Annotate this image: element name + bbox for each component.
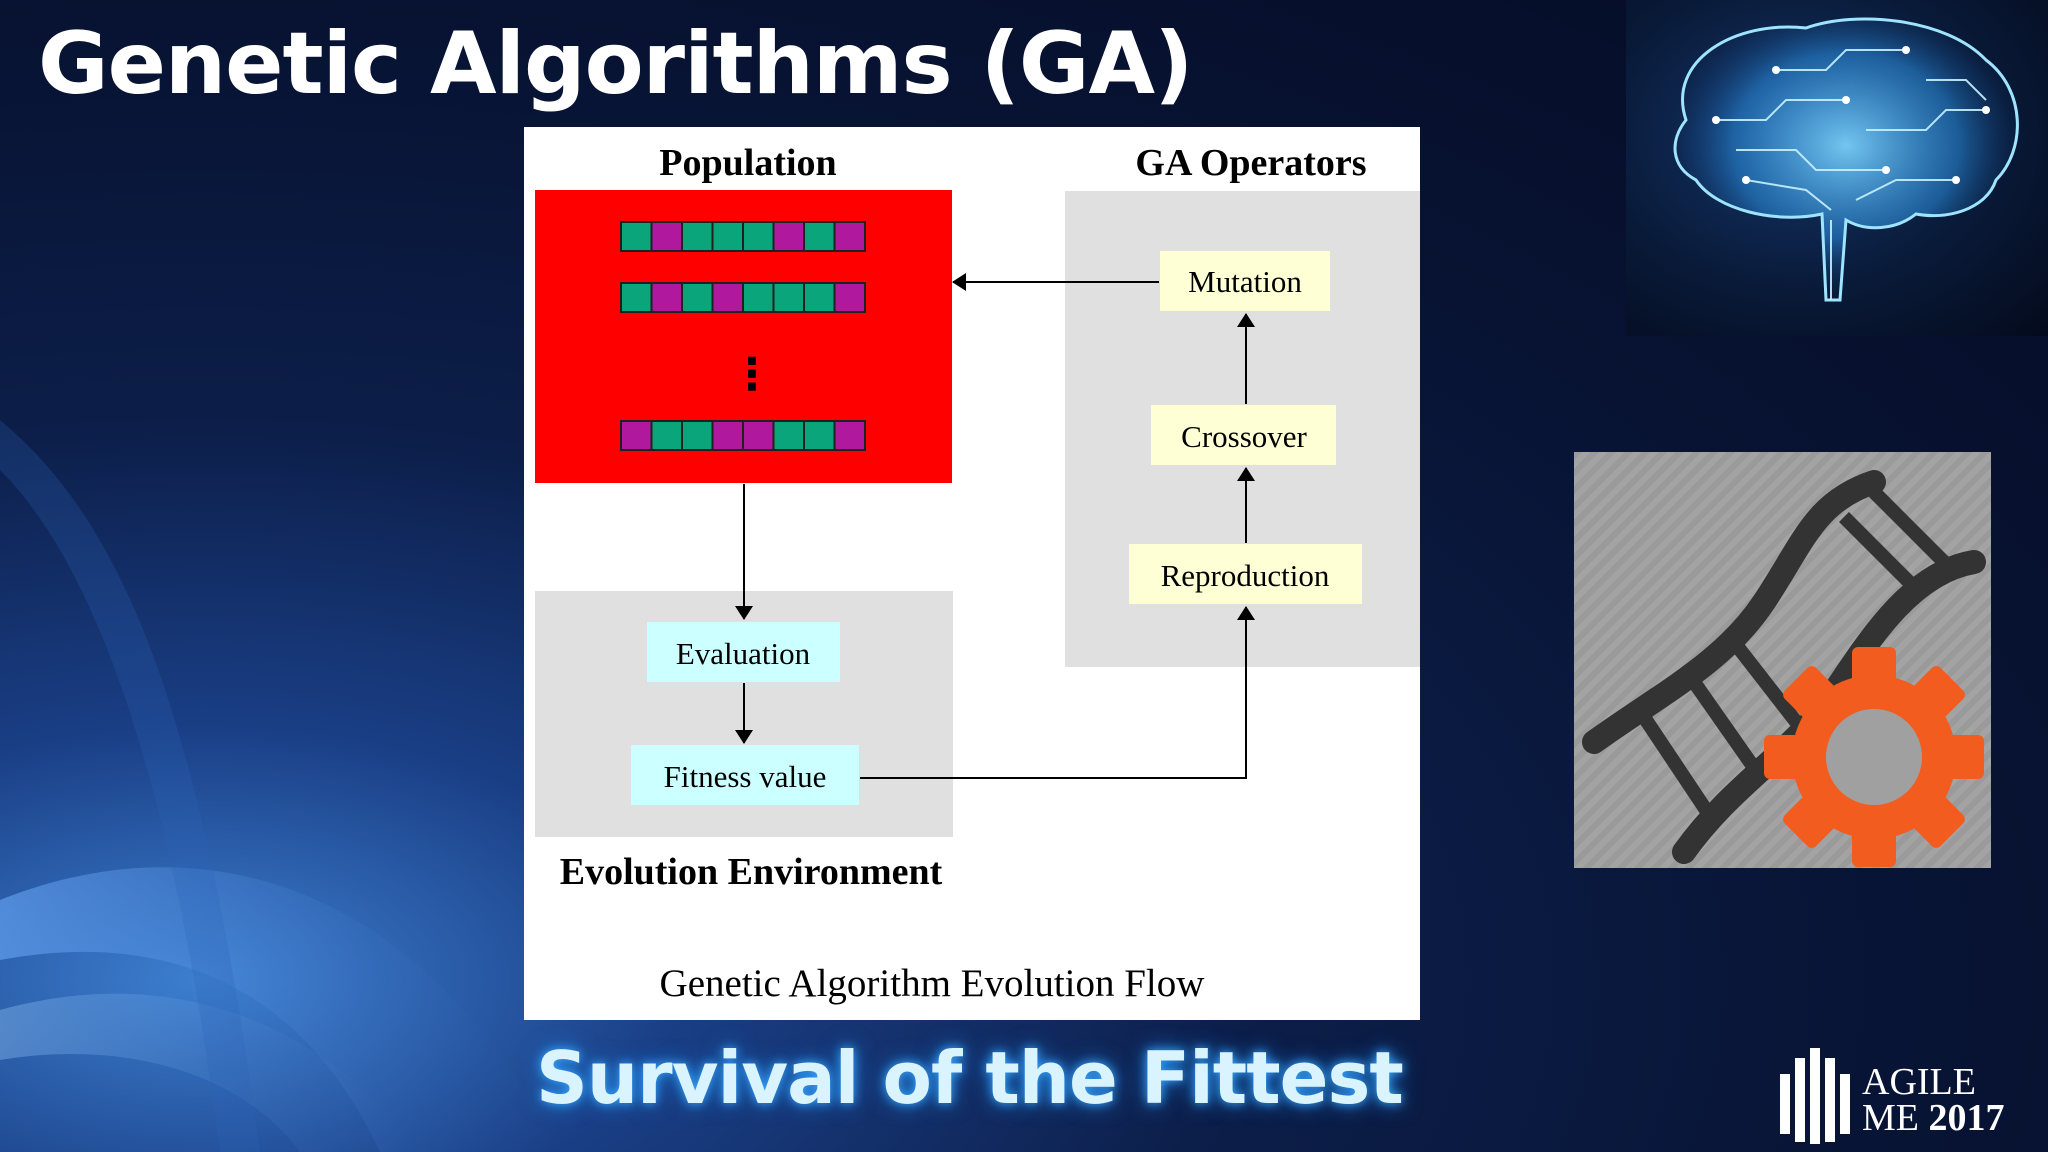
environment-title: Evolution Environment <box>560 851 943 893</box>
gene-cell <box>742 282 775 313</box>
reproduction-box <box>1129 544 1362 604</box>
operators-title: GA Operators <box>1135 142 1366 184</box>
gene-cell <box>803 282 836 313</box>
slide-tagline: Survival of the Fittest <box>536 1036 1404 1120</box>
crossover-label: Crossover <box>1181 419 1307 454</box>
gene-cell <box>772 420 805 451</box>
logo-line-2: ME 2017 <box>1862 1096 2005 1140</box>
gene-cell <box>681 221 714 252</box>
gene-cell <box>742 221 775 252</box>
ellipsis-dots: ⋮ <box>730 349 774 400</box>
gene-cell <box>620 282 653 313</box>
slide-title: Genetic Algorithms (GA) <box>38 14 1193 114</box>
logo-line-1: AGILE <box>1862 1061 1976 1103</box>
mutation-label: Mutation <box>1188 264 1302 299</box>
agile-me-logo: AGILE ME 2017 <box>1776 1044 2038 1148</box>
dna-gear-icon <box>1574 452 1991 868</box>
gene-cell <box>833 282 866 313</box>
gene-cell <box>620 221 653 252</box>
gene-cell <box>803 221 836 252</box>
gene-cell <box>650 221 683 252</box>
gene-cell <box>681 282 714 313</box>
gene-cell <box>772 282 805 313</box>
gene-cell <box>833 221 866 252</box>
gene-cell <box>772 221 805 252</box>
gene-cell <box>711 420 744 451</box>
mutation-box <box>1160 251 1330 311</box>
ga-flow-diagram: Population GA Operators ⋮ Mutation Cross… <box>524 127 1420 1020</box>
gene-cell <box>833 420 866 451</box>
agile-me-logo-mark <box>1780 1048 1850 1144</box>
logo-me-text: ME <box>1862 1097 1919 1139</box>
chromosome-group <box>620 221 866 451</box>
circuit-brain-icon <box>1626 0 2048 336</box>
gene-cell <box>711 282 744 313</box>
evaluation-box <box>647 622 840 682</box>
arrow-fitness-to-reproduction <box>860 606 1255 779</box>
gene-cell <box>803 420 836 451</box>
evaluation-label: Evaluation <box>676 636 811 671</box>
crossover-box <box>1151 405 1336 465</box>
diagram-caption: Genetic Algorithm Evolution Flow <box>660 962 1205 1005</box>
gene-cell <box>650 420 683 451</box>
reproduction-label: Reproduction <box>1161 558 1330 593</box>
gene-cell <box>650 282 683 313</box>
gene-cell <box>711 221 744 252</box>
fitness-label: Fitness value <box>664 759 827 794</box>
logo-year: 2017 <box>1928 1097 2005 1139</box>
gene-cell <box>681 420 714 451</box>
population-title: Population <box>659 142 836 184</box>
gene-cell <box>742 420 775 451</box>
fitness-box <box>631 745 859 805</box>
gene-cell <box>620 420 653 451</box>
